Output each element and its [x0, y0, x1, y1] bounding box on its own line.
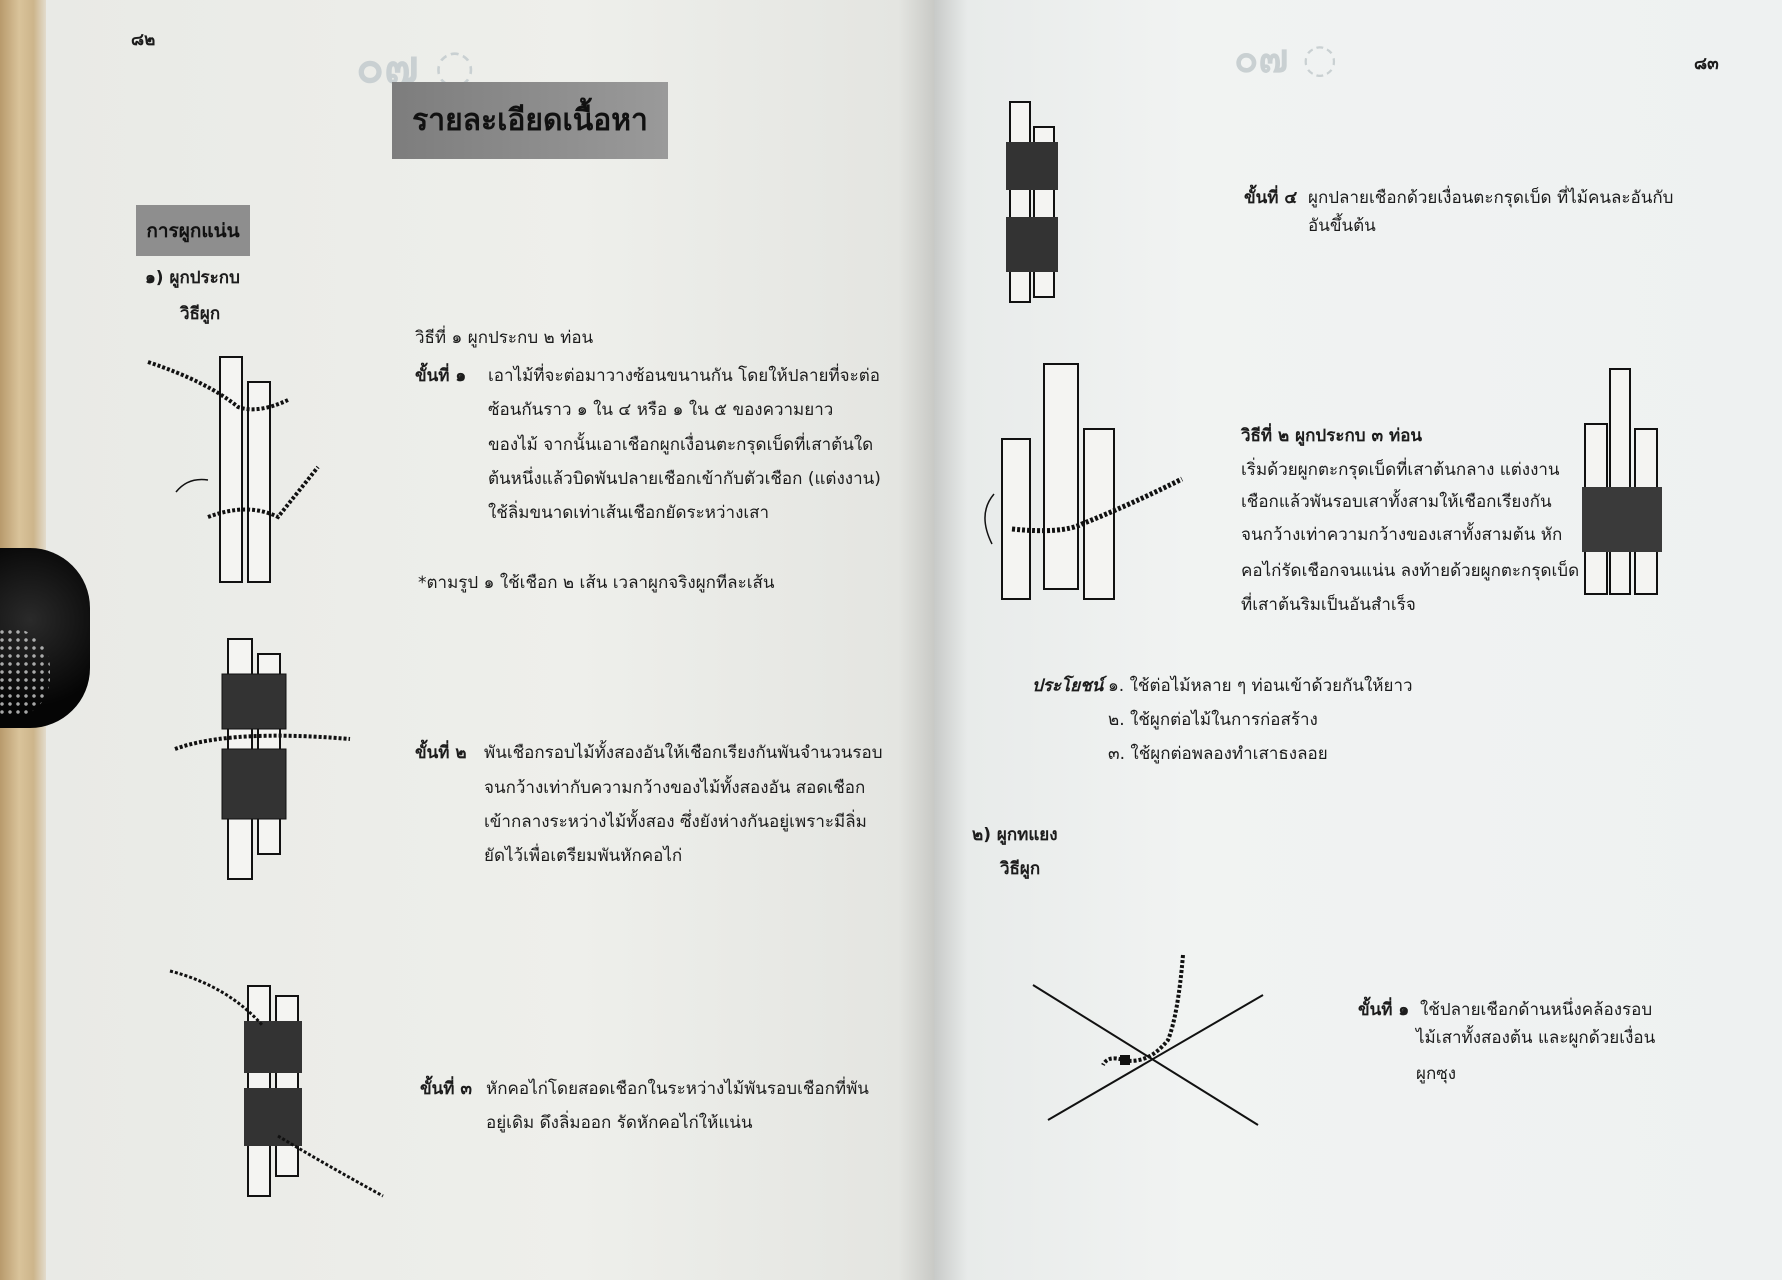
method-1-heading: วิธีที่ ๑ ผูกประกบ ๒ ท่อน	[415, 328, 594, 348]
lashing-illustration-step-3	[169, 969, 384, 1198]
step-4-line: อันขึ้นต้น	[1308, 216, 1376, 236]
step-1-line: ต้นหนึ่งแล้วบิดพันปลายเชือกเข้ากับตัวเชื…	[488, 469, 881, 489]
diagonal-step-1-line: ผูกซุง	[1416, 1064, 1457, 1084]
benefit-item: ๑. ใช้ต่อไม้หลาย ๆ ท่อนเข้าด้วยกันให้ยาว	[1108, 676, 1413, 696]
item-1-label: ๑) ผูกประกบ	[145, 268, 240, 288]
step-4-label: ขั้นที่ ๔	[1244, 188, 1298, 208]
method-2-line: เชือกแล้วพันรอบเสาทั้งสามให้เชือกเรียงกั…	[1241, 492, 1552, 512]
step-3-line: หักคอไก่โดยสอดเชือกในระหว่างไม้พันรอบเชื…	[486, 1079, 869, 1099]
step-1-label: ขั้นที่ ๑	[415, 366, 467, 386]
page-number: ๘๓	[1694, 54, 1719, 74]
step-2-line: ยัดไว้เพื่อเตรียมพันหักคอไก่	[484, 846, 683, 866]
step-2-line: พันเชือกรอบไม้ทั้งสองอันให้เชือกเรียงกัน…	[484, 743, 883, 763]
diagonal-step-1-label: ขั้นที่ ๑	[1358, 1000, 1410, 1020]
item-2-method-label: วิธีผูก	[1000, 859, 1041, 879]
step-3-line: อยู่เดิม ดึงลิ่มออก รัดหักคอไก่ให้แน่น	[486, 1113, 753, 1133]
page-title: รายละเอียดเนื้อหา	[392, 82, 668, 159]
step-2-label: ขั้นที่ ๒	[415, 743, 467, 763]
diagonal-step-1-line: ใช้ปลายเชือกด้านหนึ่งคล้องรอบ	[1420, 1000, 1653, 1020]
step-4-line: ผูกปลายเชือกด้วยเงื่อนตะกรุดเบ็ด ที่ไม้ค…	[1308, 188, 1674, 208]
figure-note: *ตามรูป ๑ ใช้เชือก ๒ เส้น เวลาผูกจริงผูก…	[418, 573, 775, 593]
three-post-lashed-illustration	[1582, 368, 1662, 595]
step-2-line: เข้ากลางระหว่างไม้ทั้งสอง ซึ่งยังห่างกัน…	[484, 812, 867, 832]
finger-obstruction	[0, 548, 90, 728]
right-page: ๐๗ ◌ ๘๓	[934, 0, 1782, 1280]
step-1-line: เอาไม้ที่จะต่อมาวางซ้อนขนานกัน โดยให้ปลา…	[488, 366, 881, 386]
method-2-line: คอไก่รัดเชือกจนแน่น ลงท้ายด้วยผูกตะกรุดเ…	[1241, 561, 1580, 581]
step-1-line: ของไม้ จากนั้นเอาเชือกผูกเงื่อนตะกรุดเบ็…	[488, 435, 874, 455]
lashing-illustration-step-4	[1006, 101, 1058, 303]
method-2-line: จนกว้างเท่าความกว้างของเสาทั้งสามต้น หัก	[1241, 525, 1563, 545]
item-2-label: ๒) ผูกทแยง	[972, 825, 1058, 845]
benefit-item: ๒. ใช้ผูกต่อไม้ในการก่อสร้าง	[1108, 710, 1318, 730]
lashing-illustration-step-1	[147, 356, 320, 583]
benefit-item: ๓. ใช้ผูกต่อพลองทำเสาธงลอย	[1108, 744, 1328, 764]
step-1-line: ซ้อนกันราว ๑ ใน ๔ หรือ ๑ ใน ๕ ของความยาว	[488, 400, 834, 420]
lashing-illustration-step-2	[174, 638, 351, 880]
three-post-illustration	[984, 363, 1184, 600]
method-2-line: ที่เสาต้นริมเป็นอันสำเร็จ	[1241, 595, 1416, 615]
diagonal-step-1-line: ไม้เสาทั้งสองต้น และผูกด้วยเงื่อน	[1416, 1028, 1656, 1048]
step-2-line: จนกว้างเท่ากับความกว้างของไม้ทั้งสองอัน …	[484, 778, 866, 798]
benefits-label: ประโยชน์	[1032, 676, 1104, 696]
diagonal-lashing-illustration	[1032, 954, 1264, 1126]
method-2-heading: วิธีที่ ๒ ผูกประกบ ๓ ท่อน	[1241, 426, 1423, 446]
step-1-line: ใช้ลิ่มขนาดเท่าเส้นเชือกยัดระหว่างเสา	[488, 503, 770, 523]
section-heading: การผูกแน่น	[136, 205, 250, 256]
bleed-through-text: ๐๗ ◌	[1234, 36, 1338, 82]
method-2-line: เริ่มด้วยผูกตะกรุดเบ็ดที่เสาต้นกลาง แต่ง…	[1241, 460, 1560, 480]
item-1-method-label: วิธีผูก	[180, 304, 221, 324]
page-number: ๘๒	[131, 30, 156, 50]
step-3-label: ขั้นที่ ๓	[420, 1079, 472, 1099]
